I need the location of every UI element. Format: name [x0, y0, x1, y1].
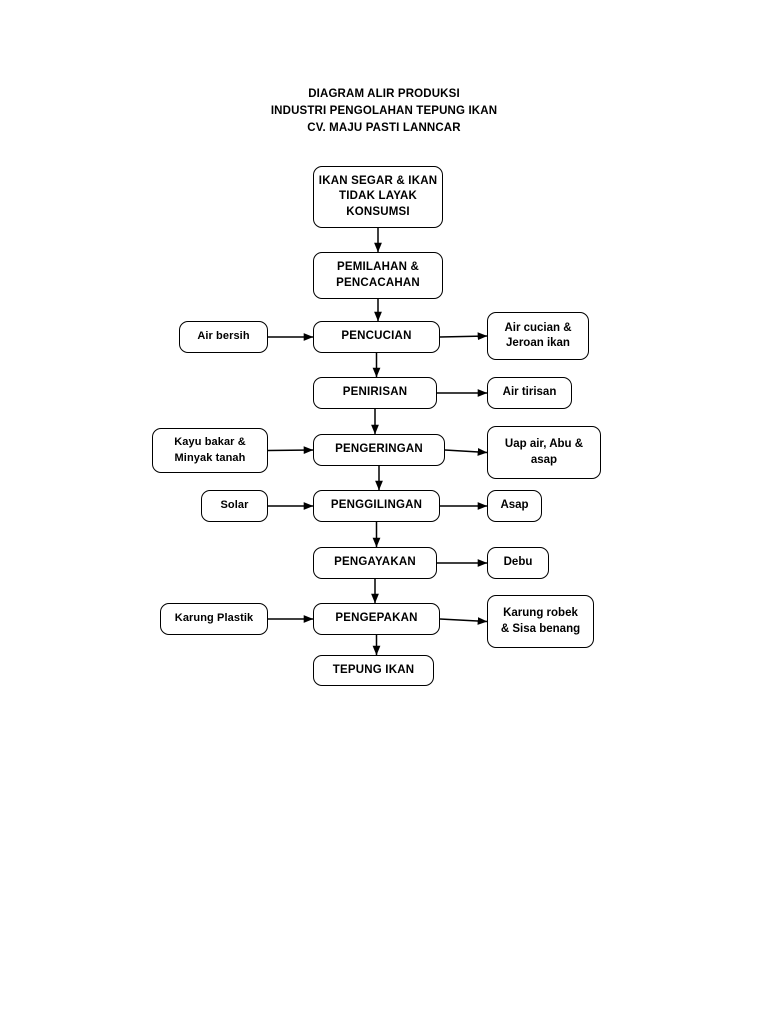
output-air-tirisan[interactable]: Air tirisan	[487, 377, 572, 409]
title-line-3: CV. MAJU PASTI LANNCAR	[307, 122, 461, 134]
node-label: Asap	[500, 499, 529, 512]
node-pencucian[interactable]: PENCUCIAN	[313, 321, 440, 353]
node-label: PENCUCIAN	[341, 330, 412, 343]
diagram-title: DIAGRAM ALIR PRODUKSI INDUSTRI PENGOLAHA…	[0, 86, 768, 137]
node-label: PENGEPAKAN	[335, 612, 418, 625]
node-label: Air cucian & Jeroan ikan	[504, 321, 572, 350]
input-karung-plastik[interactable]: Karung Plastik	[160, 603, 268, 635]
node-pengayakan[interactable]: PENGAYAKAN	[313, 547, 437, 579]
output-debu[interactable]: Debu	[487, 547, 549, 579]
node-label: IKAN SEGAR & IKAN TIDAK LAYAK KONSUMSI	[318, 174, 438, 218]
node-pengeringan[interactable]: PENGERINGAN	[313, 434, 445, 466]
flow-arrow	[439, 617, 488, 625]
flow-arrow	[439, 332, 488, 341]
node-label: PENIRISAN	[342, 386, 408, 399]
input-air-bersih[interactable]: Air bersih	[179, 321, 268, 353]
node-penirisan[interactable]: PENIRISAN	[313, 377, 437, 409]
output-karung-robek[interactable]: Karung robek & Sisa benang	[487, 595, 594, 648]
node-label: Kayu bakar & Minyak tanah	[174, 436, 246, 464]
flow-arrow	[444, 448, 488, 456]
flow-arrow	[267, 446, 314, 455]
node-label: Air tirisan	[502, 386, 557, 399]
node-ikan-segar[interactable]: IKAN SEGAR & IKAN TIDAK LAYAK KONSUMSI	[313, 166, 443, 228]
node-pemilahan[interactable]: PEMILAHAN & PENCACAHAN	[313, 252, 443, 299]
node-label: TEPUNG IKAN	[332, 663, 415, 676]
output-air-cucian[interactable]: Air cucian & Jeroan ikan	[487, 312, 589, 360]
title-line-1: DIAGRAM ALIR PRODUKSI	[308, 88, 460, 100]
node-label: Karung Plastik	[174, 612, 254, 625]
node-label: PENGGILINGAN	[330, 499, 423, 512]
title-line-2: INDUSTRI PENGOLAHAN TEPUNG IKAN	[270, 105, 498, 117]
input-solar[interactable]: Solar	[201, 490, 268, 522]
node-tepung-ikan[interactable]: TEPUNG IKAN	[313, 655, 434, 686]
node-penggilingan[interactable]: PENGGILINGAN	[313, 490, 440, 522]
node-pengepakan[interactable]: PENGEPAKAN	[313, 603, 440, 635]
node-label: Uap air, Abu & asap	[504, 438, 584, 466]
node-label: Solar	[220, 499, 249, 512]
node-label: PENGAYAKAN	[334, 556, 416, 569]
node-label: Karung robek & Sisa benang	[500, 607, 581, 635]
input-kayu-bakar[interactable]: Kayu bakar & Minyak tanah	[152, 428, 268, 473]
node-label: Debu	[503, 556, 533, 569]
output-uap-air[interactable]: Uap air, Abu & asap	[487, 426, 601, 479]
node-label: Air bersih	[197, 330, 250, 343]
node-label: PEMILAHAN & PENCACAHAN	[336, 261, 420, 289]
output-asap[interactable]: Asap	[487, 490, 542, 522]
node-label: PENGERINGAN	[335, 443, 423, 456]
